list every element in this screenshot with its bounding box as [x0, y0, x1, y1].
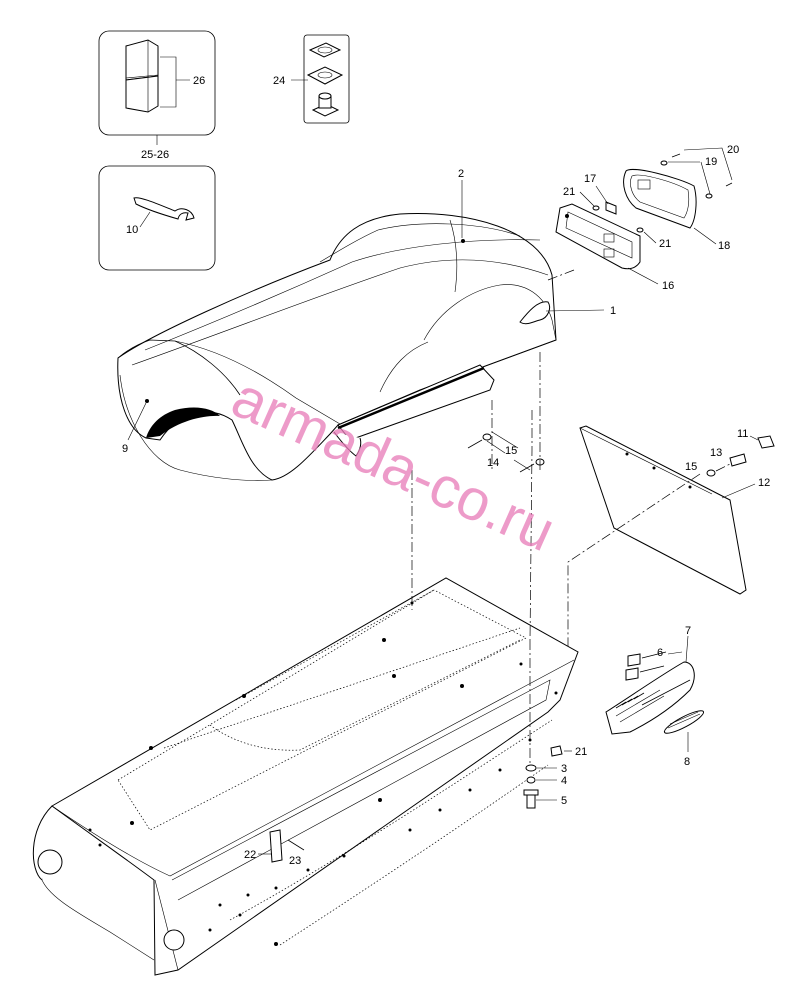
callout-16: 16 — [662, 280, 674, 292]
callout-6: 6 — [657, 647, 663, 659]
callout-15-flap: 15 — [685, 461, 697, 473]
cover-kit-icon — [306, 42, 344, 117]
callout-3: 3 — [561, 763, 567, 775]
trim-piece — [605, 651, 705, 735]
spanner-wrench-icon — [133, 197, 195, 221]
callout-13: 13 — [710, 447, 722, 459]
callout-21-mid: 21 — [659, 238, 671, 250]
inset-hinge-kit: 26 25-26 — [98, 30, 216, 161]
callout-14: 14 — [487, 457, 499, 469]
inset-spanner-wrench: 10 — [98, 165, 216, 271]
tunnel-frame-icon — [32, 577, 579, 976]
taillight-icon — [555, 153, 733, 270]
callout-10: 10 — [126, 224, 138, 236]
callout-8: 8 — [684, 756, 690, 768]
frame-fasteners — [523, 745, 563, 809]
callout-11: 11 — [737, 428, 748, 440]
callout-9: 9 — [122, 443, 128, 455]
frame-holes — [88, 601, 558, 946]
hinge-icon — [125, 39, 159, 113]
callout-7: 7 — [685, 625, 691, 637]
callout-1: 1 — [610, 305, 616, 317]
frame-hinge — [269, 829, 305, 863]
callout-19: 19 — [705, 156, 717, 168]
callout-2: 2 — [458, 168, 464, 180]
callout-23: 23 — [289, 855, 301, 867]
callout-17: 17 — [584, 173, 596, 185]
callout-26: 26 — [193, 75, 205, 87]
callout-15-seat: 15 — [505, 445, 517, 457]
callout-21-bottom: 21 — [575, 746, 587, 758]
callout-20: 20 — [727, 144, 739, 156]
seat-cover-icon — [117, 213, 557, 481]
callout-18: 18 — [718, 240, 730, 252]
callout-12: 12 — [758, 477, 770, 489]
inset-cover-kit: 24 — [273, 34, 350, 124]
callout-25-26: 25-26 — [141, 149, 169, 161]
callout-22: 22 — [244, 849, 256, 861]
callout-21-top: 21 — [563, 186, 575, 198]
callout-5: 5 — [561, 795, 567, 807]
snowflap-icon — [579, 425, 747, 595]
callout-4: 4 — [561, 775, 567, 787]
callout-24: 24 — [273, 75, 285, 87]
